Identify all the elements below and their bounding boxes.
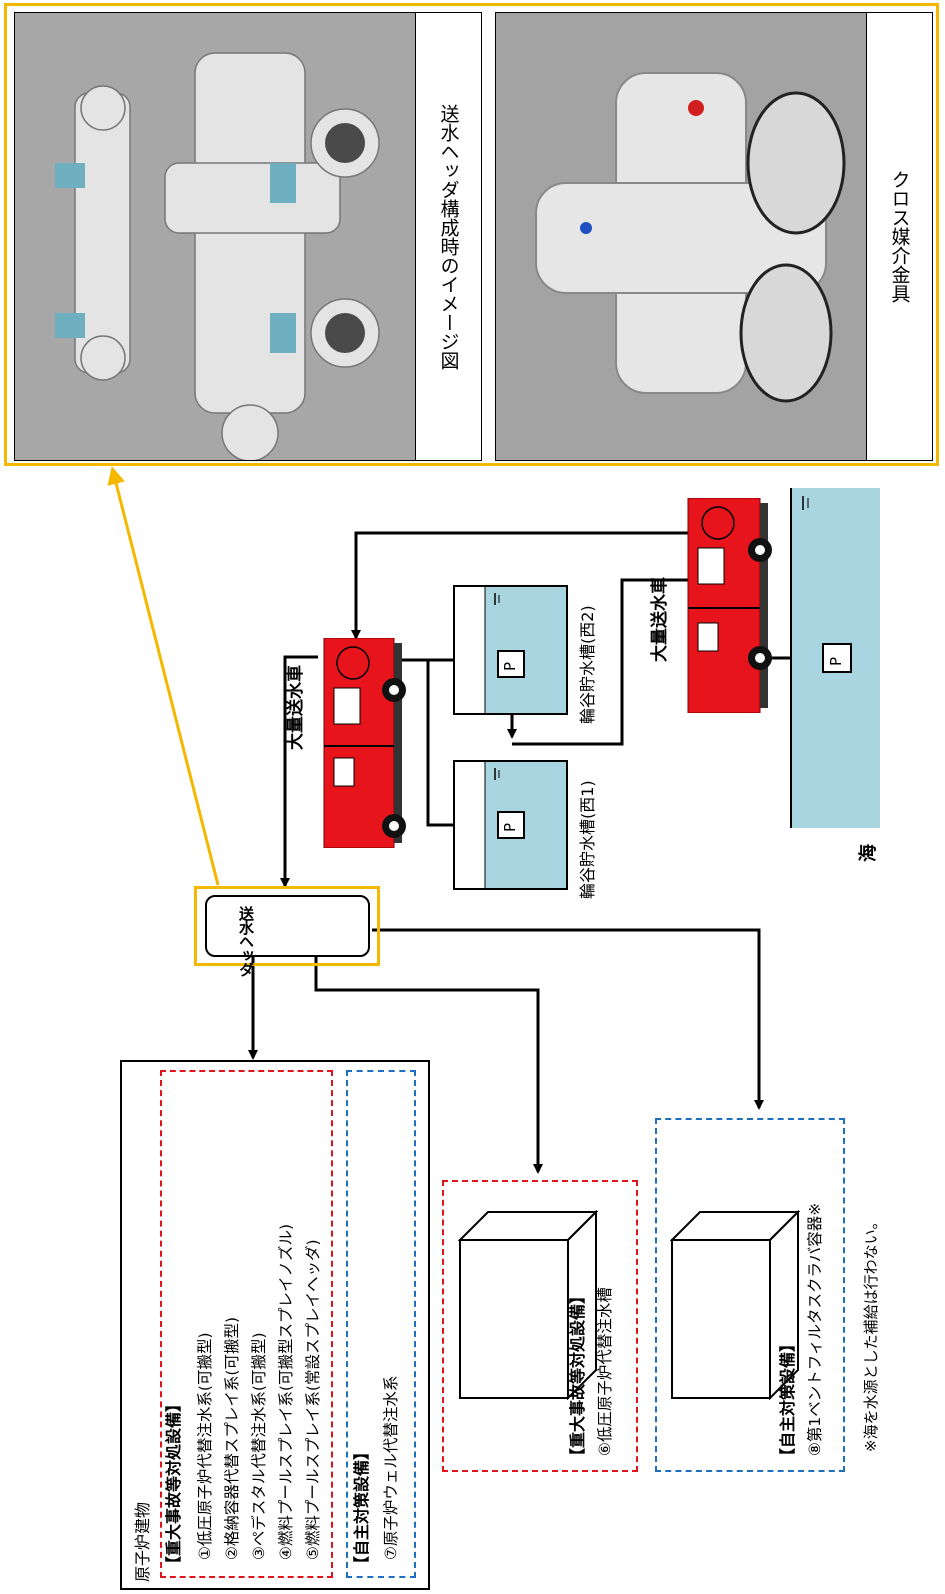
tank-west2-label: 輪谷貯水槽(西2) <box>580 605 596 724</box>
header-node-label: 送水ヘッダ <box>238 906 253 966</box>
sa-item-2: ②格納容器代替スプレイ系(可搬型) <box>225 1317 241 1560</box>
filter-box-heading: 【自主対策設備】 <box>780 1336 796 1464</box>
tank-box-heading: 【重大事故等対処設備】 <box>570 1288 586 1464</box>
truck-upper-label: 大量送水車 <box>288 665 305 750</box>
sa-heading-reactor: 【重大事故等対処設備】 <box>166 1396 182 1572</box>
self-heading-reactor: 【自主対策設備】 <box>354 1444 370 1572</box>
sea-level-mark <box>800 494 814 514</box>
truck-upper <box>318 638 408 848</box>
sa-item-5: ⑤燃料プールスプレイ系(常設スプレイヘッダ) <box>306 1240 322 1561</box>
truck-lower-label: 大量送水車 <box>652 577 669 662</box>
reactor-building-title: 原子炉建物 <box>135 1502 151 1582</box>
sa-item-4: ④燃料プールスプレイ系(可搬型スプレイノズル) <box>279 1224 295 1560</box>
sa-item-3: ③ペデスタル代替注水系(可搬型) <box>252 1333 268 1561</box>
sa-item-1: ①低圧原子炉代替注水系(可搬型) <box>198 1333 214 1561</box>
tank-west2-pump-label: P <box>503 662 518 671</box>
tank-box-item: ⑥低圧原子炉代替注水槽 <box>598 1287 614 1456</box>
header-node <box>205 895 370 957</box>
self-item-7: ⑦原子炉ウェル代替注水系 <box>384 1376 400 1560</box>
line-header-to-filterbox <box>372 930 759 1108</box>
truck-lower <box>682 498 772 713</box>
sea-label: 海 <box>860 844 878 862</box>
tank-west1-pump-label: P <box>503 823 518 832</box>
tank-west1-label: 輪谷貯水槽(西1) <box>580 780 596 899</box>
filter-box-item: ⑧第1ベントフィルタスクラバ容器※ <box>808 1203 824 1456</box>
yellow-arrow <box>114 475 218 885</box>
sea-pump-label: P <box>829 657 844 666</box>
footnote: ※海を水源とした補給は行わない。 <box>864 1214 879 1452</box>
